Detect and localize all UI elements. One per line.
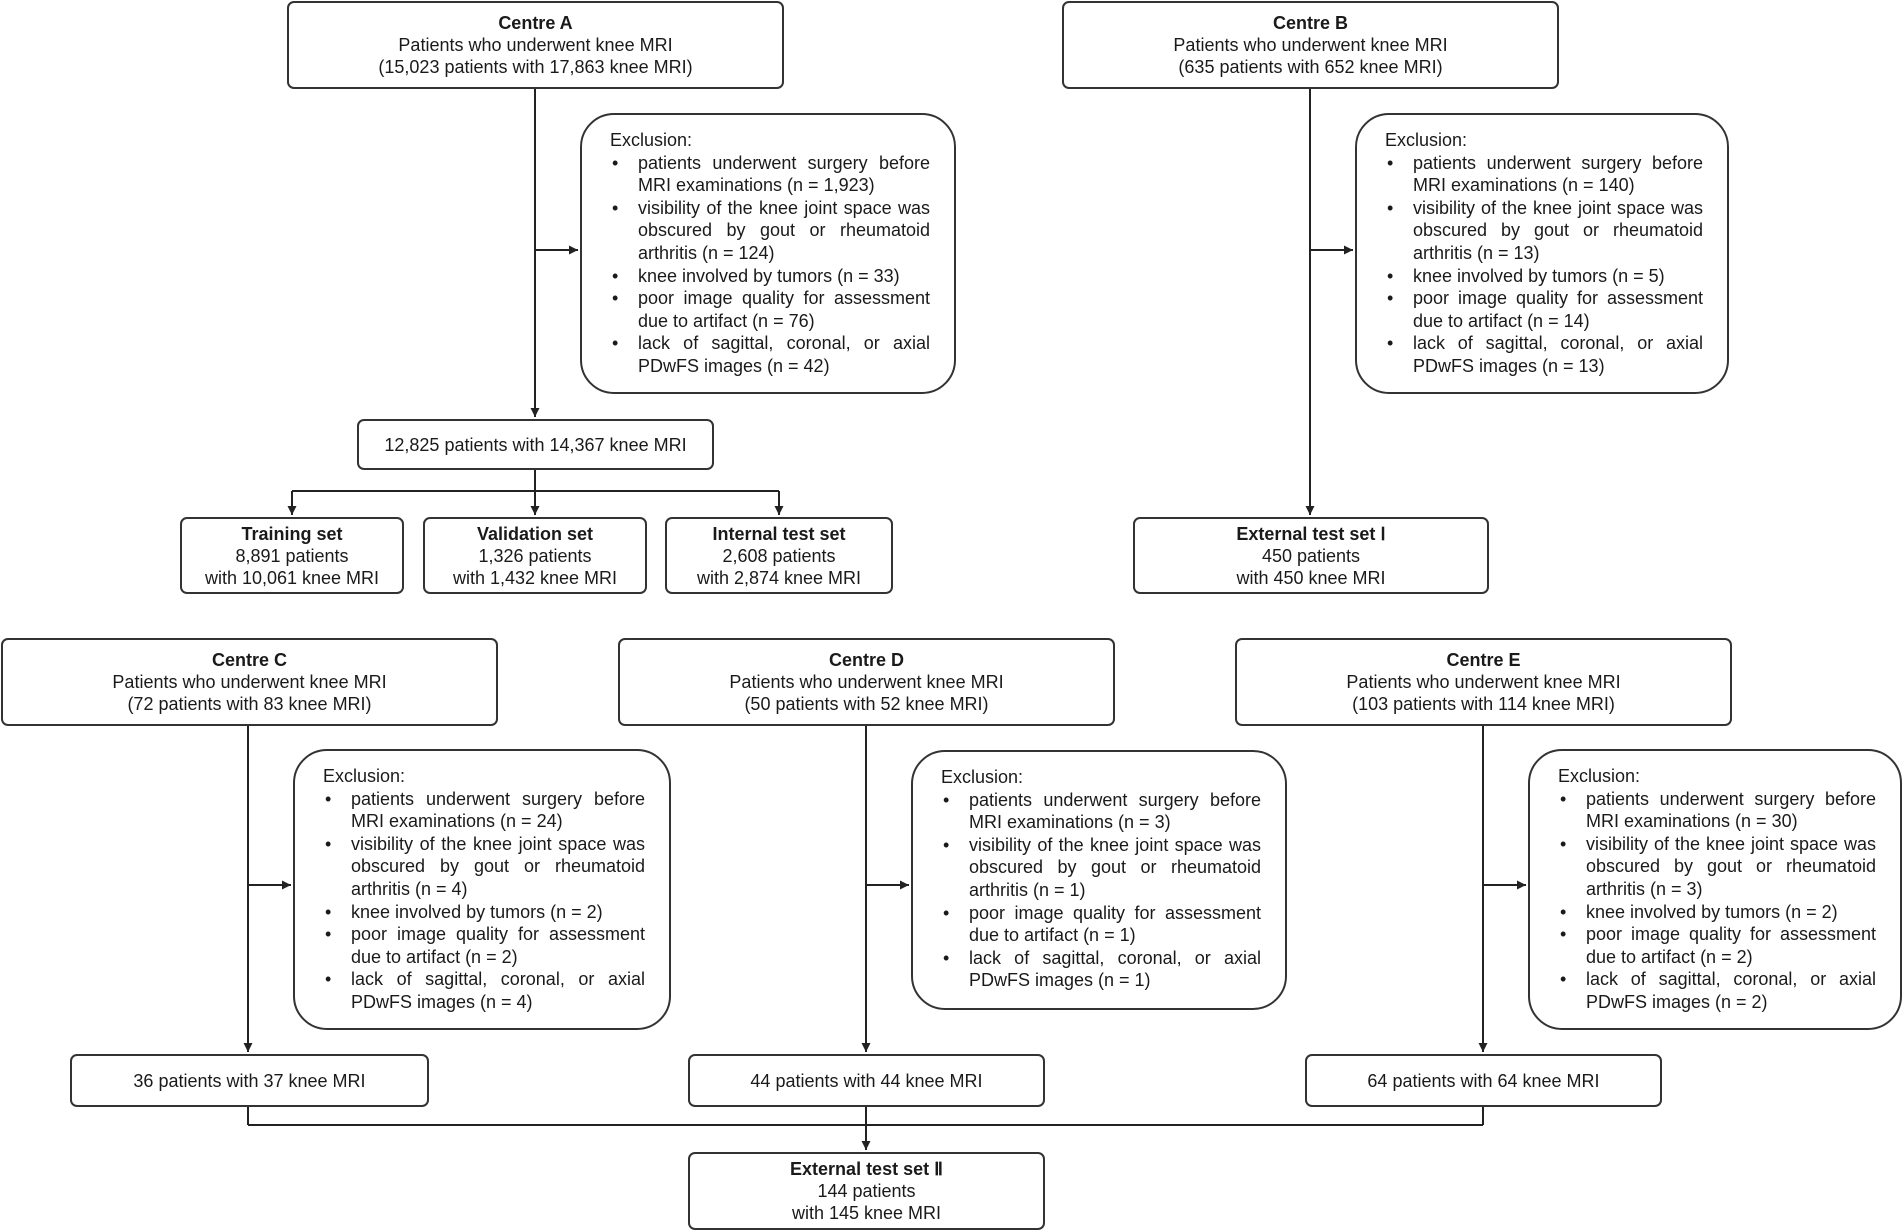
centre-b-exclusion-box: Exclusion: patients underwent surgery be… <box>1355 113 1729 394</box>
centre-b-line2: (635 patients with 652 knee MRI) <box>1178 57 1443 77</box>
centre-c-box: Centre C Patients who underwent knee MRI… <box>1 638 498 726</box>
centre-e-after-exclusion-box: 64 patients with 64 knee MRI <box>1305 1054 1662 1107</box>
exclusion-item: visibility of the knee joint space was o… <box>323 833 645 901</box>
centre-b-line1: Patients who underwent knee MRI <box>1173 35 1448 55</box>
training-set-box: Training set 8,891 patients with 10,061 … <box>180 517 404 594</box>
internal-test-set-title: Internal test set <box>712 523 846 544</box>
centre-d-after-exclusion-text: 44 patients with 44 knee MRI <box>750 1070 983 1091</box>
centre-c-title: Centre C <box>211 650 287 670</box>
validation-set-box: Validation set 1,326 patients with 1,432… <box>423 517 647 594</box>
centre-d-exclusion-list: patients underwent surgery before MRI ex… <box>941 789 1261 992</box>
exclusion-item: knee involved by tumors (n = 33) <box>610 265 930 288</box>
centre-c-exclusion-list: patients underwent surgery before MRI ex… <box>323 788 645 1014</box>
exclusion-item: visibility of the knee joint space was o… <box>1558 833 1876 901</box>
centre-a-after-exclusion-text: 12,825 patients with 14,367 knee MRI <box>384 434 687 455</box>
external-test-set-2-line2: with 145 knee MRI <box>791 1203 942 1223</box>
exclusion-item: lack of sagittal, coronal, or axial PDwF… <box>1558 968 1876 1013</box>
centre-c-after-exclusion-box: 36 patients with 37 knee MRI <box>70 1054 429 1107</box>
internal-test-set-line1: 2,608 patients <box>722 545 836 566</box>
centre-a-exclusion-box: Exclusion: patients underwent surgery be… <box>580 113 956 394</box>
exclusion-item: poor image quality for assessment due to… <box>610 287 930 332</box>
centre-d-exclusion-box: Exclusion: patients underwent surgery be… <box>911 750 1287 1010</box>
centre-a-line2: (15,023 patients with 17,863 knee MRI) <box>378 57 693 77</box>
centre-c-exclusion-heading: Exclusion: <box>323 766 406 786</box>
exclusion-item: lack of sagittal, coronal, or axial PDwF… <box>941 947 1261 992</box>
exclusion-item: lack of sagittal, coronal, or axial PDwF… <box>610 332 930 377</box>
validation-set-title: Validation set <box>476 523 594 544</box>
external-test-set-2-box: External test set Ⅱ 144 patients with 14… <box>688 1152 1045 1230</box>
external-test-set-1-title: External test set Ⅰ <box>1236 523 1386 544</box>
centre-d-line2: (50 patients with 52 knee MRI) <box>744 694 989 714</box>
exclusion-item: knee involved by tumors (n = 2) <box>323 901 645 924</box>
exclusion-item: patients underwent surgery before MRI ex… <box>941 789 1261 834</box>
centre-c-line1: Patients who underwent knee MRI <box>112 672 387 692</box>
centre-e-box: Centre E Patients who underwent knee MRI… <box>1235 638 1732 726</box>
centre-e-exclusion-list: patients underwent surgery before MRI ex… <box>1558 788 1876 1014</box>
external-test-set-2-line1: 144 patients <box>817 1181 916 1201</box>
external-test-set-2-title: External test set Ⅱ <box>790 1159 943 1179</box>
centre-e-after-exclusion-text: 64 patients with 64 knee MRI <box>1367 1070 1600 1091</box>
centre-e-title: Centre E <box>1446 650 1521 670</box>
centre-c-after-exclusion-text: 36 patients with 37 knee MRI <box>133 1070 366 1091</box>
exclusion-item: knee involved by tumors (n = 5) <box>1385 265 1703 288</box>
training-set-title: Training set <box>241 523 343 544</box>
centre-c-line2: (72 patients with 83 knee MRI) <box>127 694 372 714</box>
centre-b-title: Centre B <box>1272 13 1348 33</box>
validation-set-line1: 1,326 patients <box>478 545 592 566</box>
centre-d-title: Centre D <box>828 650 904 670</box>
validation-set-line2: with 1,432 knee MRI <box>452 567 618 588</box>
exclusion-item: poor image quality for assessment due to… <box>1385 287 1703 332</box>
training-set-line2: with 10,061 knee MRI <box>204 567 380 588</box>
centre-a-box: Centre A Patients who underwent knee MRI… <box>287 1 784 89</box>
external-test-set-1-box: External test set Ⅰ 450 patients with 45… <box>1133 517 1489 594</box>
exclusion-item: knee involved by tumors (n = 2) <box>1558 901 1876 924</box>
exclusion-item: poor image quality for assessment due to… <box>1558 923 1876 968</box>
centre-e-exclusion-heading: Exclusion: <box>1558 766 1641 786</box>
centre-d-exclusion-heading: Exclusion: <box>941 767 1024 787</box>
exclusion-item: lack of sagittal, coronal, or axial PDwF… <box>1385 332 1703 377</box>
centre-d-line1: Patients who underwent knee MRI <box>729 672 1004 692</box>
internal-test-set-line2: with 2,874 knee MRI <box>696 567 862 588</box>
internal-test-set-box: Internal test set 2,608 patients with 2,… <box>665 517 893 594</box>
centre-d-box: Centre D Patients who underwent knee MRI… <box>618 638 1115 726</box>
centre-a-exclusion-heading: Exclusion: <box>610 130 693 150</box>
centre-b-box: Centre B Patients who underwent knee MRI… <box>1062 1 1559 89</box>
centre-a-line1: Patients who underwent knee MRI <box>398 35 673 55</box>
exclusion-item: lack of sagittal, coronal, or axial PDwF… <box>323 968 645 1013</box>
exclusion-item: poor image quality for assessment due to… <box>941 902 1261 947</box>
exclusion-item: patients underwent surgery before MRI ex… <box>610 152 930 197</box>
external-test-set-1-line1: 450 patients <box>1261 545 1361 566</box>
training-set-line1: 8,891 patients <box>235 545 349 566</box>
exclusion-item: poor image quality for assessment due to… <box>323 923 645 968</box>
exclusion-item: visibility of the knee joint space was o… <box>610 197 930 265</box>
centre-a-title: Centre A <box>498 13 573 33</box>
centre-a-after-exclusion-box: 12,825 patients with 14,367 knee MRI <box>357 419 714 470</box>
centre-b-exclusion-heading: Exclusion: <box>1385 130 1468 150</box>
exclusion-item: patients underwent surgery before MRI ex… <box>1558 788 1876 833</box>
exclusion-item: visibility of the knee joint space was o… <box>1385 197 1703 265</box>
centre-b-exclusion-list: patients underwent surgery before MRI ex… <box>1385 152 1703 378</box>
centre-e-line1: Patients who underwent knee MRI <box>1346 672 1621 692</box>
exclusion-item: patients underwent surgery before MRI ex… <box>323 788 645 833</box>
centre-e-line2: (103 patients with 114 knee MRI) <box>1352 694 1615 714</box>
centre-a-exclusion-list: patients underwent surgery before MRI ex… <box>610 152 930 378</box>
external-test-set-1-line2: with 450 knee MRI <box>1236 567 1386 588</box>
centre-e-exclusion-box: Exclusion: patients underwent surgery be… <box>1528 749 1902 1030</box>
exclusion-item: patients underwent surgery before MRI ex… <box>1385 152 1703 197</box>
exclusion-item: visibility of the knee joint space was o… <box>941 834 1261 902</box>
centre-c-exclusion-box: Exclusion: patients underwent surgery be… <box>293 749 671 1030</box>
centre-d-after-exclusion-box: 44 patients with 44 knee MRI <box>688 1054 1045 1107</box>
